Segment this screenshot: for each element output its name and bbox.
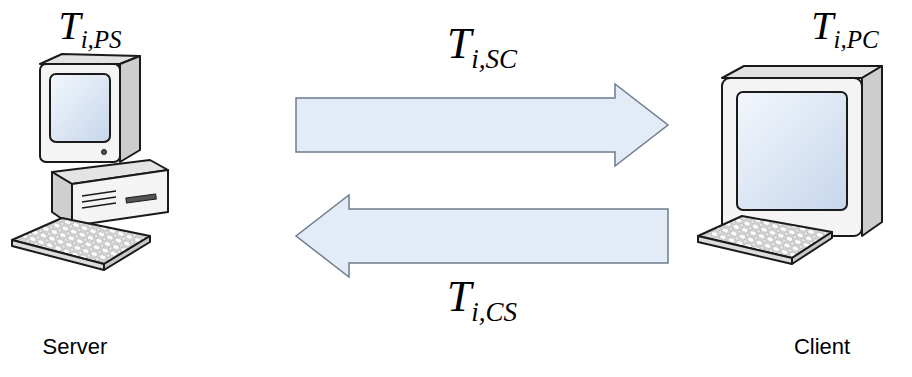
server-computer-icon xyxy=(12,54,168,270)
edge-time-symbol: Ti,SC xyxy=(444,20,520,75)
server-label: Server xyxy=(43,334,108,360)
client-to-server-arrow xyxy=(296,195,668,277)
server-time-symbol: Ti,PS xyxy=(58,0,121,54)
client-label: Client xyxy=(794,334,850,360)
server-to-client-arrow xyxy=(296,84,668,166)
edge-time-symbol: Ti,CS xyxy=(444,273,520,328)
client-computer-icon xyxy=(698,66,882,264)
client-time-symbol: Ti,PC xyxy=(811,0,878,54)
server-computer: Ti,PS Server xyxy=(8,0,296,377)
client-computer: Ti,PC Client xyxy=(668,0,904,377)
